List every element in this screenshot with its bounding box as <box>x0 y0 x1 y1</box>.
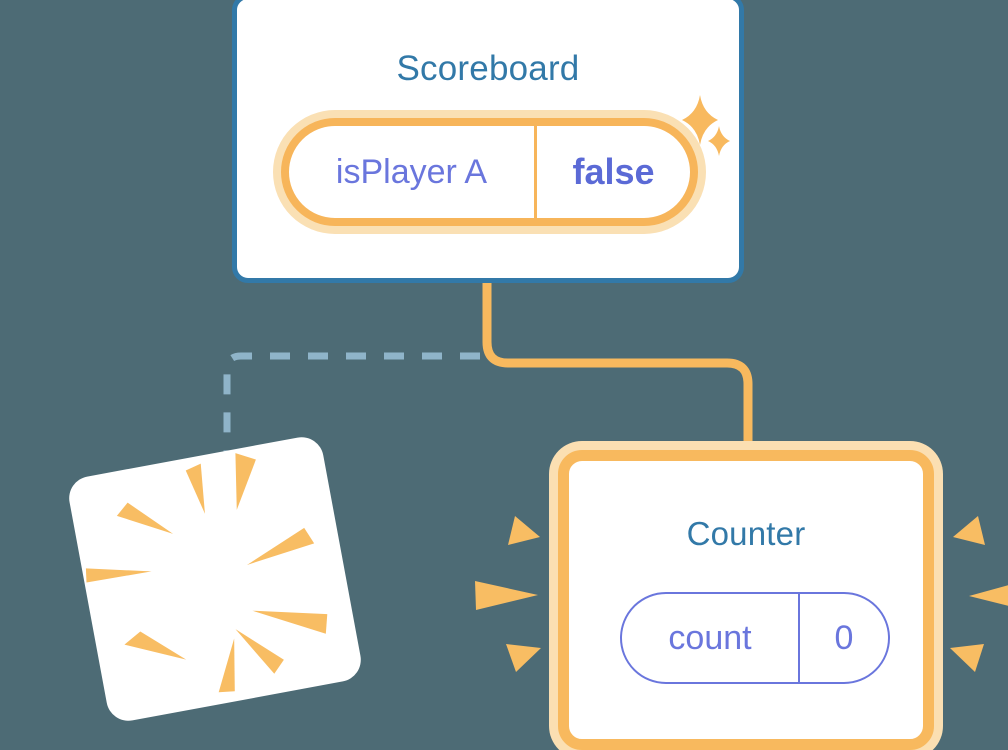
ray-left-top <box>508 516 540 545</box>
ray-left-bottom <box>506 644 541 672</box>
counter-state-value: 0 <box>798 594 888 682</box>
connector-scoreboard-to-counter <box>482 283 753 452</box>
ray-right-top <box>953 516 985 545</box>
counter-state-key: count <box>668 618 752 657</box>
blank-card[interactable] <box>65 433 365 725</box>
ray-right-middle <box>969 585 1008 606</box>
ray-right-bottom <box>950 644 984 672</box>
scoreboard-title: Scoreboard <box>396 49 580 88</box>
scoreboard-card[interactable]: Scoreboard isPlayer A false <box>232 0 744 283</box>
counter-state-pill[interactable]: count 0 <box>620 592 890 684</box>
scoreboard-state-pill[interactable]: isPlayer A false <box>281 118 698 226</box>
scoreboard-state-value: false <box>534 126 690 218</box>
counter-title: Counter <box>686 515 806 552</box>
scoreboard-state-key: isPlayer A <box>335 152 488 191</box>
ray-left-middle <box>475 581 538 610</box>
counter-card[interactable]: Counter count 0 <box>558 450 934 750</box>
